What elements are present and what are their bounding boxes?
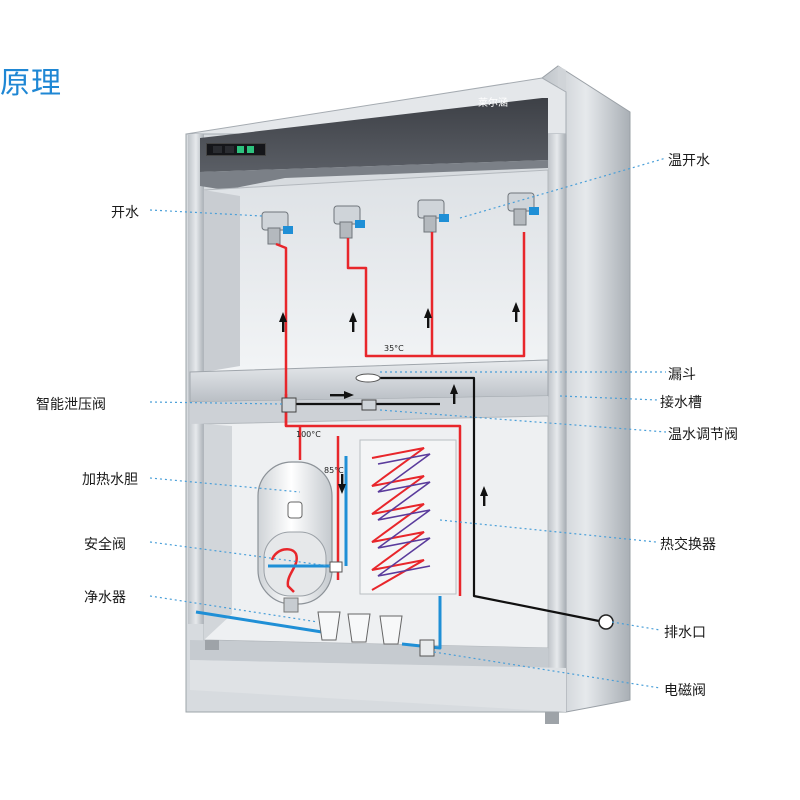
label-heat-exchanger: 热交换器 [660,537,716,553]
top-control-bar [200,98,548,190]
temp-35: 35°C [384,344,404,353]
label-smart-pressure-valve: 智能泄压阀 [36,397,106,413]
display-segment [225,146,234,153]
heating-tank [257,461,333,613]
label-funnel: 漏斗 [668,367,696,383]
label-warm-boiling-water: 温开水 [668,153,710,169]
temp-85: 85°C [324,466,344,475]
control-display [206,143,266,156]
status-led [247,146,254,153]
label-water-purifier: 净水器 [84,590,126,606]
drain-outlet [598,614,614,630]
upper-compartment [203,169,549,373]
label-warm-water-valve: 温水调节阀 [668,427,738,443]
label-solenoid-valve: 电磁阀 [664,683,706,699]
funnel [355,373,381,383]
leader-lines [149,157,667,689]
label-safety-valve: 安全阀 [84,537,126,553]
faucet-4 [507,192,539,226]
heat-exchanger [359,439,457,595]
brand-logo: 莱尔涵 [478,98,508,109]
cold-water-pipes [195,456,442,650]
page-title: 原理 [0,66,62,101]
faucet-1 [261,211,293,245]
label-boiling-water: 开水 [111,205,139,221]
water-purifier [317,611,403,645]
faucets [261,192,539,245]
status-led [237,146,244,153]
safety-valve [329,561,343,573]
warm-water-valve [361,399,377,411]
label-heating-tank: 加热水胆 [82,472,138,488]
hot-water-pipes [275,232,526,596]
label-drip-tray: 接水槽 [660,395,702,411]
flow-arrows [279,302,520,506]
smart-pressure-valve [281,397,297,413]
temp-100: 100°C [296,430,321,439]
label-drain-outlet: 排水口 [664,625,706,641]
faucet-3 [417,199,449,233]
faucet-2 [333,205,365,239]
solenoid-valve [419,639,435,657]
display-segment [213,146,222,153]
cabinet-feet [205,640,559,724]
